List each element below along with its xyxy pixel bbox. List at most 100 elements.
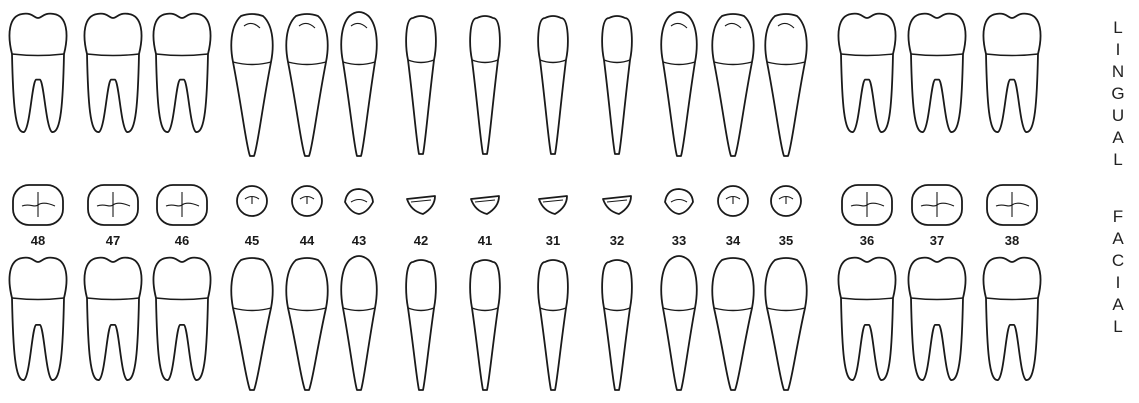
facial-label-letter: A (1112, 229, 1124, 248)
tooth-42-occlusal-outline (407, 196, 435, 214)
tooth-46-occlusal (157, 185, 207, 225)
tooth-32-lingual-outline (602, 16, 632, 154)
lingual-label-letter: I (1116, 40, 1121, 59)
tooth-number-38: 38 (1005, 233, 1019, 248)
tooth-44-lingual-outline (286, 14, 327, 156)
tooth-44-occlusal (292, 186, 322, 216)
tooth-32-occlusal (603, 196, 631, 214)
tooth-48-lingual (9, 14, 66, 132)
facial-label-letter: L (1113, 317, 1122, 336)
tooth-number-47: 47 (106, 233, 120, 248)
tooth-36-lingual (838, 14, 895, 132)
tooth-43-lingual (341, 12, 377, 156)
lingual-label-letter: A (1112, 128, 1124, 147)
tooth-46-facial-outline (153, 258, 210, 380)
tooth-35-facial-outline (765, 258, 806, 390)
tooth-36-occlusal (842, 185, 892, 225)
tooth-number-44: 44 (300, 233, 315, 248)
tooth-43-facial-outline (341, 256, 377, 390)
lingual-label-letter: N (1112, 62, 1124, 81)
tooth-32-occlusal-outline (603, 196, 631, 214)
tooth-33-facial-outline (661, 256, 697, 390)
tooth-number-48: 48 (31, 233, 45, 248)
facial-label-letter: F (1113, 207, 1123, 226)
tooth-31-lingual-outline (538, 16, 568, 154)
tooth-35-lingual (765, 14, 806, 156)
tooth-47-facial-outline (84, 258, 141, 380)
tooth-42-lingual (406, 16, 436, 154)
tooth-33-facial (661, 256, 697, 390)
tooth-42-facial-outline (406, 260, 436, 390)
tooth-38-facial (983, 258, 1040, 380)
tooth-42-lingual-outline (406, 16, 436, 154)
tooth-31-facial (538, 260, 568, 390)
tooth-32-facial (602, 260, 632, 390)
lingual-label-letter: G (1111, 84, 1124, 103)
tooth-37-facial-outline (908, 258, 965, 380)
tooth-32-lingual (602, 16, 632, 154)
tooth-45-facial-outline (231, 258, 272, 390)
tooth-31-occlusal-outline (539, 196, 567, 214)
tooth-43-lingual-outline (341, 12, 377, 156)
tooth-34-facial-outline (712, 258, 753, 390)
tooth-number-35: 35 (779, 233, 793, 248)
lingual-teeth-row (9, 12, 1040, 156)
tooth-46-facial (153, 258, 210, 380)
tooth-36-lingual-outline (838, 14, 895, 132)
tooth-38-facial-outline (983, 258, 1040, 380)
tooth-44-facial-outline (286, 258, 327, 390)
tooth-43-occlusal-outline (345, 189, 373, 214)
tooth-43-occlusal (345, 189, 373, 214)
facial-label-letter: A (1112, 295, 1124, 314)
tooth-number-31: 31 (546, 233, 560, 248)
tooth-41-facial (470, 260, 500, 390)
tooth-45-occlusal (237, 186, 267, 216)
tooth-33-occlusal-outline (665, 189, 693, 214)
tooth-42-facial (406, 260, 436, 390)
tooth-number-41: 41 (478, 233, 492, 248)
tooth-number-34: 34 (726, 233, 741, 248)
tooth-48-facial-outline (9, 258, 66, 380)
tooth-46-lingual (153, 14, 210, 132)
tooth-34-occlusal (718, 186, 748, 216)
tooth-41-occlusal (471, 196, 499, 214)
tooth-48-occlusal (13, 185, 63, 225)
tooth-35-lingual-outline (765, 14, 806, 156)
tooth-44-lingual (286, 14, 327, 156)
tooth-33-lingual (661, 12, 697, 156)
tooth-number-33: 33 (672, 233, 686, 248)
tooth-47-facial (84, 258, 141, 380)
tooth-46-lingual-outline (153, 14, 210, 132)
facial-label-letter: I (1116, 273, 1121, 292)
tooth-35-facial (765, 258, 806, 390)
tooth-number-46: 46 (175, 233, 189, 248)
tooth-41-lingual-outline (470, 16, 500, 154)
tooth-number-37: 37 (930, 233, 944, 248)
tooth-45-lingual-outline (231, 14, 272, 156)
tooth-32-facial-outline (602, 260, 632, 390)
tooth-43-facial (341, 256, 377, 390)
tooth-36-facial-outline (838, 258, 895, 380)
tooth-47-occlusal (88, 185, 138, 225)
tooth-37-lingual-outline (908, 14, 965, 132)
tooth-number-36: 36 (860, 233, 874, 248)
lingual-side-label: LINGUAL (1111, 18, 1124, 169)
tooth-42-occlusal (407, 196, 435, 214)
tooth-37-facial (908, 258, 965, 380)
tooth-48-facial (9, 258, 66, 380)
tooth-34-lingual (712, 14, 753, 156)
tooth-33-occlusal (665, 189, 693, 214)
tooth-45-facial (231, 258, 272, 390)
tooth-41-facial-outline (470, 260, 500, 390)
tooth-31-lingual (538, 16, 568, 154)
tooth-36-facial (838, 258, 895, 380)
occlusal-teeth-row (13, 185, 1037, 225)
tooth-number-43: 43 (352, 233, 366, 248)
tooth-31-facial-outline (538, 260, 568, 390)
lingual-label-letter: U (1112, 106, 1124, 125)
tooth-35-occlusal (771, 186, 801, 216)
tooth-number-45: 45 (245, 233, 259, 248)
lingual-label-letter: L (1113, 150, 1122, 169)
tooth-number-42: 42 (414, 233, 428, 248)
